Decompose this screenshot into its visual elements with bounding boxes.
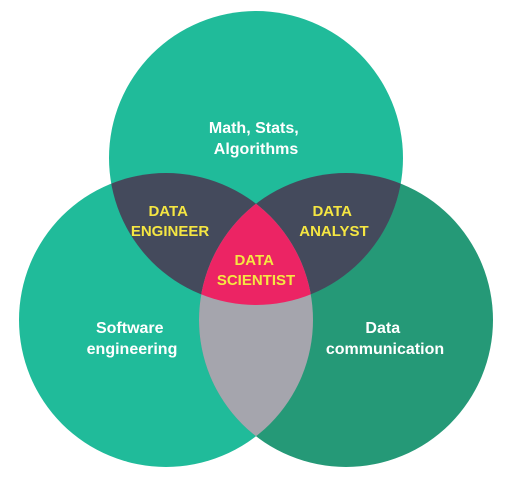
label-software-engineering: Software engineering	[87, 320, 178, 358]
label-data-engineer: DATA ENGINEER	[131, 203, 210, 240]
overlap-data-scientist	[199, 173, 313, 305]
label-data-scientist: DATA SCIENTIST	[217, 252, 295, 289]
label-math-stats-algorithms: Math, Stats, Algorithms	[209, 120, 303, 158]
label-data-communication: Data communication	[326, 320, 444, 358]
label-data-analyst: DATA ANALYST	[299, 203, 368, 240]
